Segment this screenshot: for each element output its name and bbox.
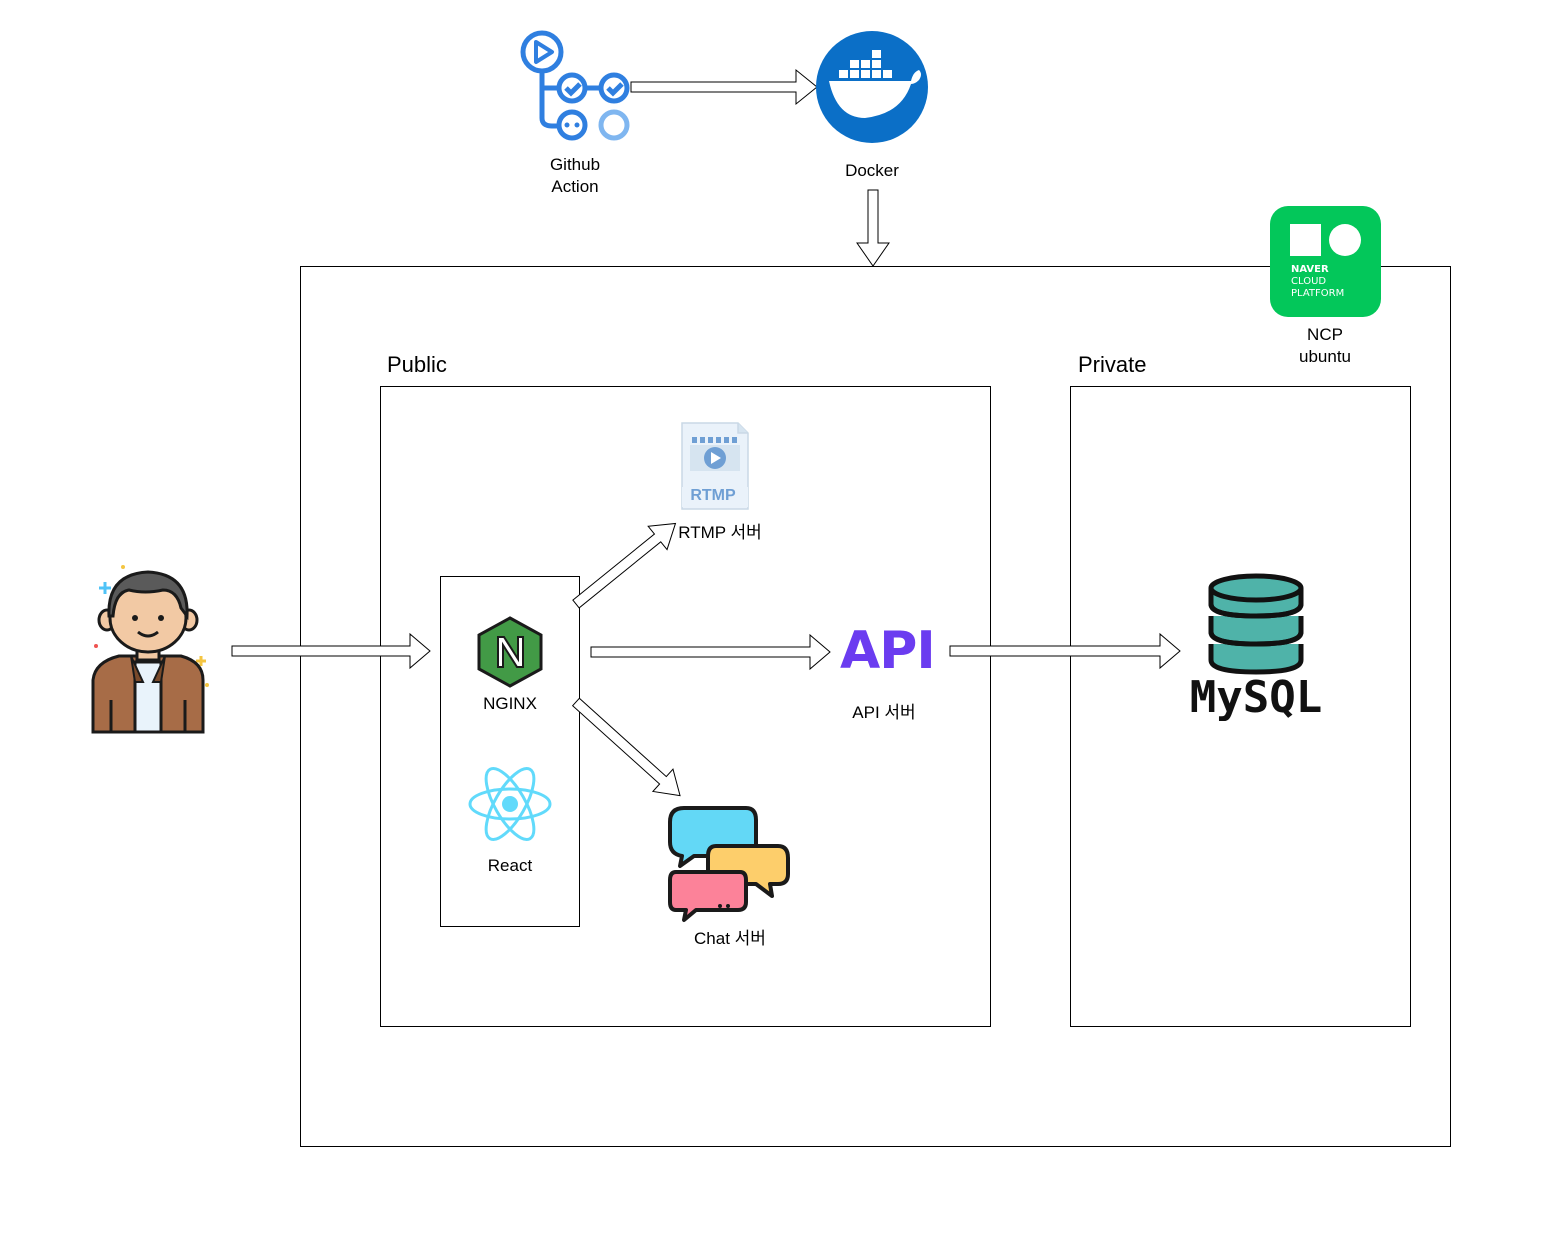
mysql-database-icon bbox=[1207, 572, 1305, 676]
rtmp-server-label: RTMP 서버 bbox=[678, 523, 762, 542]
mysql-wordmark: MySQL bbox=[1189, 672, 1323, 723]
user-avatar-icon bbox=[85, 560, 215, 740]
arrow-nginx-to-rtmp bbox=[572, 522, 677, 609]
private-subnet-container bbox=[1070, 386, 1411, 1027]
react-icon bbox=[466, 764, 554, 844]
arrow-user-to-nginx bbox=[231, 632, 431, 670]
ncp-server-container bbox=[300, 266, 1451, 1147]
ncp-logo-line-naver: NAVER bbox=[1291, 264, 1329, 275]
rtmp-badge-text: RTMP bbox=[690, 487, 736, 504]
chat-bubbles-icon bbox=[666, 802, 792, 924]
github-action-label: Github Action bbox=[549, 155, 601, 196]
arrow-github-to-docker bbox=[630, 68, 818, 106]
arrow-api-to-mysql bbox=[949, 632, 1181, 670]
chat-server-label: Chat 서버 bbox=[694, 929, 766, 948]
api-logo-text: API bbox=[840, 621, 936, 681]
github-actions-icon bbox=[518, 30, 633, 142]
api-icon: API bbox=[840, 621, 936, 681]
arrow-nginx-to-api bbox=[590, 633, 831, 671]
ncp-logo-text: NAVER CLOUD PLATFORM bbox=[1291, 264, 1344, 300]
docker-label: Docker bbox=[845, 161, 899, 180]
ncp-logo-line-cloud: CLOUD bbox=[1291, 276, 1327, 287]
arrow-nginx-to-chat bbox=[571, 697, 681, 797]
nginx-react-container bbox=[440, 576, 580, 927]
private-section-label: Private bbox=[1078, 352, 1147, 377]
rtmp-file-icon: RTMP bbox=[680, 421, 750, 511]
ncp-logo-line-platform: PLATFORM bbox=[1291, 288, 1345, 299]
api-server-label: API 서버 bbox=[852, 703, 916, 722]
nginx-icon bbox=[476, 615, 544, 689]
public-section-label: Public bbox=[387, 352, 447, 377]
docker-whale-icon bbox=[815, 30, 929, 144]
react-label: React bbox=[487, 856, 533, 875]
nginx-label: NGINX bbox=[483, 694, 537, 713]
arrow-docker-to-server bbox=[856, 189, 890, 267]
public-subnet-container bbox=[380, 386, 991, 1027]
ncp-label: NCP ubuntu bbox=[1299, 325, 1351, 366]
naver-cloud-platform-icon: NAVER CLOUD PLATFORM bbox=[1270, 206, 1381, 317]
